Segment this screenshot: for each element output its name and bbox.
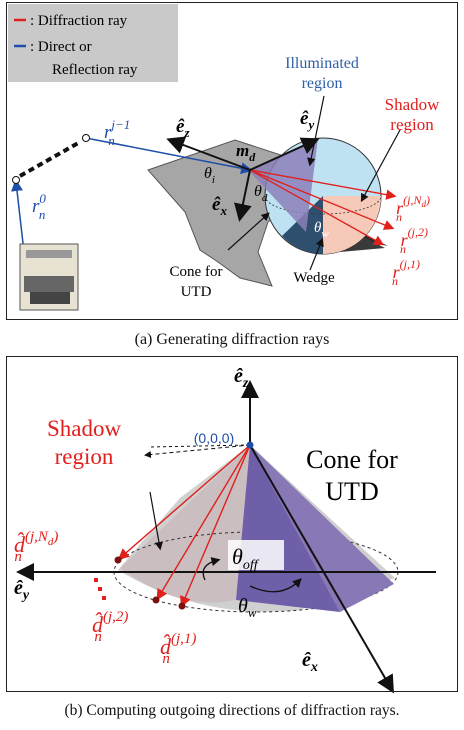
axis-ez-label-b: êz (234, 365, 249, 391)
cone-rim-dashed (264, 195, 382, 215)
cone-label-2-a: UTD (181, 284, 212, 300)
theta-off-arc (202, 557, 221, 581)
theta-w-arc (249, 578, 302, 593)
axis-dashed-upper (144, 444, 251, 459)
dir-2-label: d̂(j,2)n (92, 609, 128, 645)
shadow-pointer-b (149, 491, 164, 551)
purple-wedge-right (250, 445, 394, 612)
legend: : Diffraction ray : Direct or Reflection… (8, 4, 178, 82)
shadow-region-label-2-b: region (55, 444, 114, 469)
printer-device (19, 243, 79, 311)
legend-diffraction-label: : Diffraction ray (30, 13, 128, 29)
axis-ex-a (234, 169, 252, 222)
caption-a: (a) Generating diffraction rays (134, 331, 330, 348)
purple-wedge-front (236, 445, 340, 612)
axis-ey-label-b: êy (14, 577, 30, 603)
dir-point-1 (178, 602, 186, 610)
utd-cone (248, 138, 318, 232)
shadow-region-sector (323, 196, 381, 254)
shadow-pointer (360, 129, 401, 203)
ellipsis-dots-b (94, 578, 106, 600)
cone-label-1-b: Cone for (306, 445, 398, 474)
axis-ey-label-a: êy (300, 108, 314, 132)
ray-node-zero (12, 176, 20, 184)
theta-off-label: θoff (232, 544, 260, 573)
dir-1-label: d̂(j,1)n (160, 631, 196, 667)
theta-d-label: θd (254, 183, 268, 204)
shadow-region-label-2-a: region (390, 115, 434, 134)
dir-point-2 (152, 596, 160, 604)
axis-ez-a (166, 136, 251, 171)
ray-node-prev (82, 134, 90, 142)
shadow-region-label-1-b: Shadow (47, 416, 122, 441)
cone-label-2-b: UTD (325, 477, 378, 506)
direct-ray (85, 137, 253, 175)
caption-b: (b) Computing outgoing directions of dif… (64, 702, 400, 719)
diffraction-ray-nd (249, 169, 397, 200)
dir-nd-label: d̂(j,Nd)n (14, 529, 58, 565)
illuminated-region-label-2: region (302, 75, 343, 92)
diffraction-ray-1 (249, 169, 385, 246)
diff-ray-2-label: r(j,2)n (400, 225, 428, 256)
wedge-label: Wedge (293, 270, 335, 286)
panel-b (6, 356, 458, 692)
axis-ey-a (249, 137, 320, 171)
axis-ex-label-a: êx (212, 194, 227, 218)
dir-point-nd (114, 556, 122, 564)
theta-w-label-b: θw (238, 595, 257, 620)
axis-ez-label-a: êz (176, 116, 190, 140)
cone-pointer (227, 212, 270, 251)
dir-ray-1 (180, 444, 251, 608)
theta-w-label-a: θw (314, 220, 329, 240)
theta-i-label: θi (204, 165, 215, 186)
illuminated-region-label-1: Illuminated (285, 55, 359, 72)
axis-ex-b (249, 444, 395, 694)
initial-ray (11, 179, 25, 253)
diff-ray-1-label: r(j,1)n (392, 257, 420, 288)
wedge-pointer (309, 237, 324, 271)
axis-ez-dashed (149, 444, 251, 448)
shadow-region-label-1-a: Shadow (385, 95, 441, 114)
legend-background (8, 4, 178, 82)
md-label: md (236, 141, 256, 164)
dir-ray-2 (156, 444, 251, 601)
diff-ray-nd-label: r(j,Nd)n (396, 193, 430, 224)
axis-ex-label-b: êx (302, 649, 318, 675)
diffraction-ray-2 (249, 169, 395, 230)
dir-ray-nd (117, 444, 251, 560)
origin-label: (0,0,0) (194, 430, 234, 446)
ray-path-ellipsis (19, 140, 81, 178)
legend-reflection-label: Reflection ray (52, 62, 138, 78)
theta-off-box (228, 540, 284, 570)
illuminated-pointer (307, 95, 325, 167)
cone-label-1-a: Cone for (170, 264, 223, 280)
legend-direct-label: : Direct or (30, 39, 92, 55)
origin-dot (246, 441, 254, 449)
